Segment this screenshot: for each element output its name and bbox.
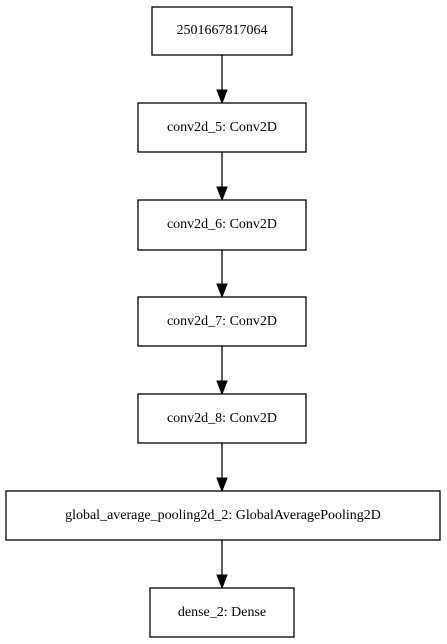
node-conv2d-5-label: conv2d_5: Conv2D [167,120,277,135]
node-conv2d-5[interactable]: conv2d_5: Conv2D [137,102,307,153]
node-conv2d-8[interactable]: conv2d_8: Conv2D [137,393,307,444]
node-conv2d-8-label: conv2d_8: Conv2D [167,411,277,426]
arrowhead-conv2d-8 [216,380,228,396]
node-conv2d-5-box [137,102,307,153]
node-conv2d-6-box [137,199,307,251]
node-gap-label: global_average_pooling2d_2: GlobalAverag… [65,508,381,523]
node-conv2d-8-box [137,393,307,444]
arrowhead-conv2d-6 [216,186,228,202]
node-gap-box [5,490,441,541]
node-conv2d-6-label: conv2d_6: Conv2D [167,217,277,232]
edges [216,55,228,590]
node-dense-2[interactable]: dense_2: Dense [149,587,295,638]
node-conv2d-6[interactable]: conv2d_6: Conv2D [137,199,307,251]
node-dense-2-label: dense_2: Dense [178,605,266,620]
node-global-average-pooling2d-2[interactable]: global_average_pooling2d_2: GlobalAverag… [5,490,441,541]
arrowhead-conv2d-7 [216,283,228,299]
node-input[interactable]: 2501667817064 [151,6,293,56]
arrowhead-gap [216,477,228,493]
node-input-box [151,6,293,56]
node-conv2d-7-box [137,296,307,347]
arrowhead-dense-2 [216,574,228,590]
node-dense-2-box [149,587,295,638]
node-conv2d-7-label: conv2d_7: Conv2D [167,314,277,329]
arrowhead-conv2d-5 [216,89,228,105]
node-input-label: 2501667817064 [177,23,268,38]
node-conv2d-7[interactable]: conv2d_7: Conv2D [137,296,307,347]
